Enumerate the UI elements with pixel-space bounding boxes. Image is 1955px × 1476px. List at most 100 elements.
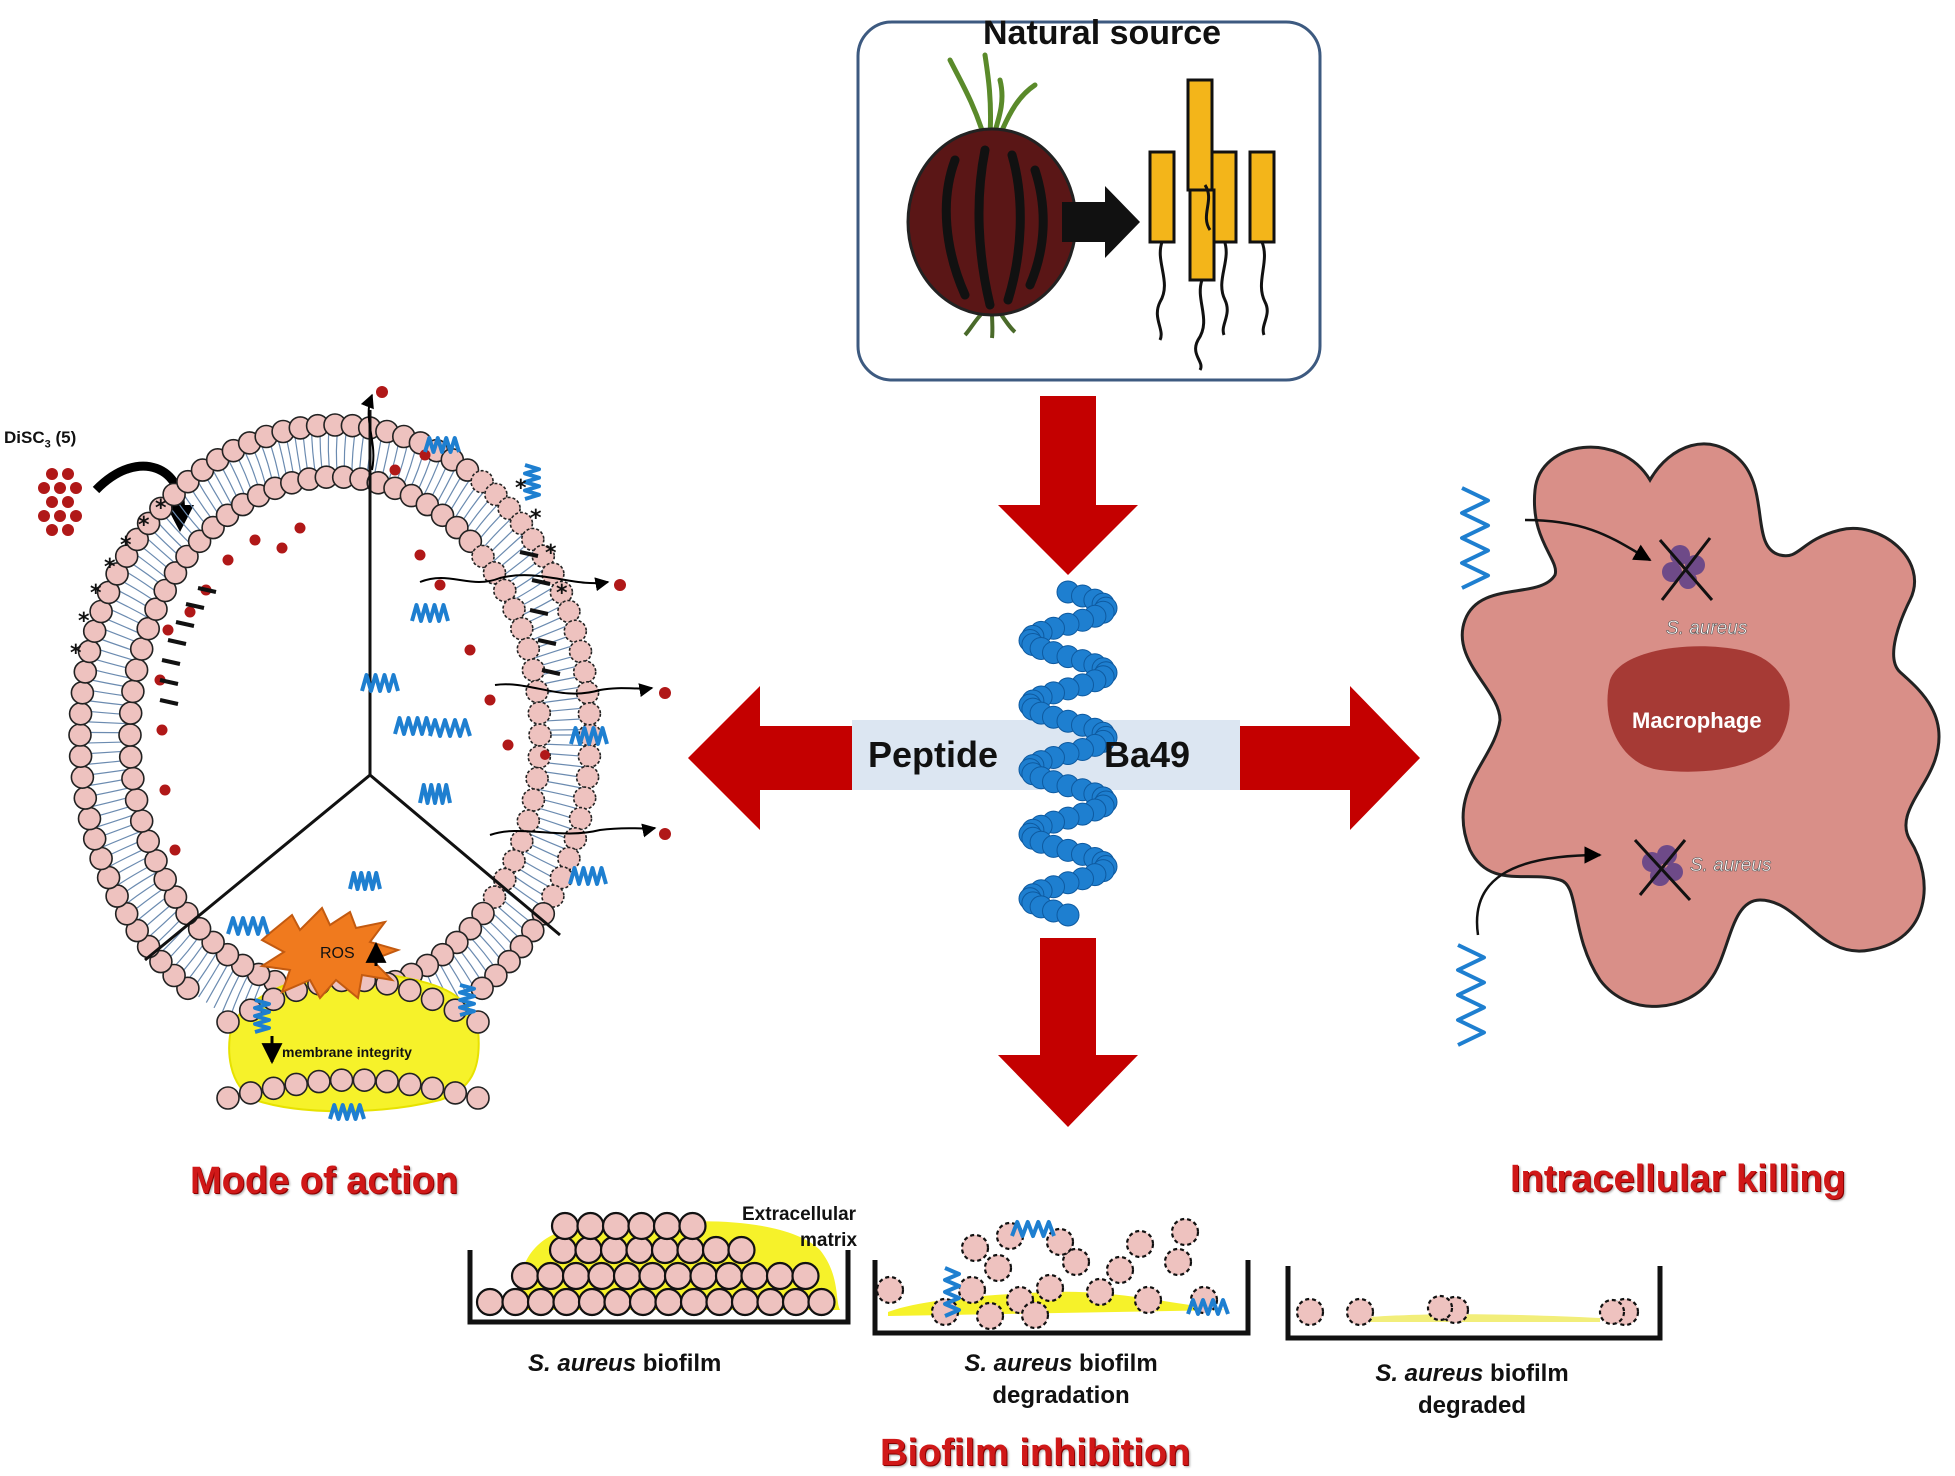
membrane-integrity-label: membrane integrity [282,1044,412,1060]
caption-3-rest: biofilm [1483,1360,1569,1387]
caption-2-rest: biofilm [1072,1350,1158,1377]
negative-charge-mark [175,620,195,628]
extracellular-matrix-label: Extracellular matrix [742,1202,857,1254]
positive-charge-mark: * [104,555,116,580]
biofilm-caption-2: S. aureus biofilm degradation [946,1348,1176,1412]
negative-charge-mark [161,658,181,666]
arrow-right-icon [1240,686,1420,830]
peptide-glyph-icon [943,1266,961,1318]
lipid-head [549,580,574,605]
lipid-head [153,578,177,603]
caption-3-line-2: degraded [1417,1392,1527,1419]
cell-peptides [226,436,609,1121]
disc3-label-main: DiSC [4,428,45,447]
bacterium-cell [1598,1298,1626,1326]
well-3 [1285,1266,1663,1341]
peptide-label: Peptide [868,734,999,775]
lipid-head [68,744,93,769]
well-2 [872,1260,1251,1336]
mode-of-action-title: Mode of action [190,1160,459,1202]
patch-head [466,1086,490,1110]
peptide-glyph-icon [393,716,433,736]
peptide-glyph-icon [418,783,452,805]
intracellular-killing-title: Intracellular killing [1510,1158,1846,1200]
bacterium-cell [612,1261,642,1291]
biofilm-inhibition-title: Biofilm inhibition [880,1432,1191,1474]
peptide-glyph-icon [523,463,541,501]
lipid-tail [539,743,590,747]
lipid-head [509,511,534,536]
bacterium-cell [652,1211,682,1241]
dye-dot [169,844,181,856]
arrow-down-top-icon [998,396,1138,575]
lipid-head [509,616,534,641]
lipid-head [118,745,143,769]
bacterium-cell [526,1287,556,1317]
negative-charge-mark [519,550,539,558]
biofilm-cells-3 [1295,1294,1640,1327]
lipid-head [527,701,552,725]
bacterium-cell [1133,1285,1163,1315]
positive-charge-mark: * [556,581,568,606]
patch-head [466,1010,490,1034]
bacterium-cell [663,1261,693,1291]
bacterium-cell [1035,1273,1065,1303]
dye-dot [276,542,288,554]
dye-dot [249,534,261,546]
bacterium-cell [740,1261,769,1291]
lipid-head [502,848,526,873]
bacterium-cell [1105,1255,1135,1285]
patch-head [261,1076,286,1101]
negative-charge-mark [537,638,557,646]
bulb-sprouts [947,52,1038,143]
caption-2-line-1: S. aureus biofilm [946,1348,1176,1380]
caption-1-species: S. aureus [528,1350,637,1377]
lipid-head [577,701,602,726]
bacterium-cell [587,1261,616,1291]
membrane-dye-dots [154,449,514,856]
peptide-tubes-icon [1148,78,1276,371]
biofilm-panels [467,1211,1663,1341]
bacterium-cell [730,1287,760,1317]
bacterium-cell [1295,1297,1325,1327]
killed-bacteria-top-icon [1658,537,1714,601]
bacterium-cell [975,1301,1005,1331]
lipid-head [68,723,92,747]
peptide-glyph-icon [360,673,400,693]
bacterium-cell [714,1261,744,1291]
lipid-head [89,846,113,871]
lipid-head [516,809,541,833]
bacterium-cell [689,1261,718,1291]
lipid-head [575,765,600,790]
bulb-stripes [941,145,1048,310]
lipid-head [557,846,581,871]
bacterium-cell [1163,1247,1193,1277]
lipid-head [77,806,102,831]
biofilm-cells-1 [475,1211,836,1317]
lipid-head [124,788,149,812]
dye-dot [162,624,174,636]
lipid-head [136,616,160,641]
bacterium-cell [577,1287,607,1317]
lipid-head [497,496,521,521]
dye-dot [434,579,446,591]
lipid-head [563,826,588,851]
lipid-head [521,788,546,812]
efflux-arrows [360,393,657,838]
lipid-head [129,637,154,661]
lipid-head [520,918,545,943]
lipid-head [163,561,188,585]
biofilm-caption-1: S. aureus biofilm [528,1350,721,1378]
lipid-head [129,809,154,833]
bacterium-cell [960,1233,990,1263]
bacterium-cell [510,1261,540,1291]
lipid-head [484,482,508,507]
bacterium-cell [603,1287,632,1317]
bacterium-cell [625,1235,654,1265]
lipid-head [73,786,98,810]
negative-charge-mark [167,638,187,646]
peptide-glyph-icon [569,726,609,746]
peptide-glyph-icon [226,916,270,936]
lipid-head [68,701,93,726]
